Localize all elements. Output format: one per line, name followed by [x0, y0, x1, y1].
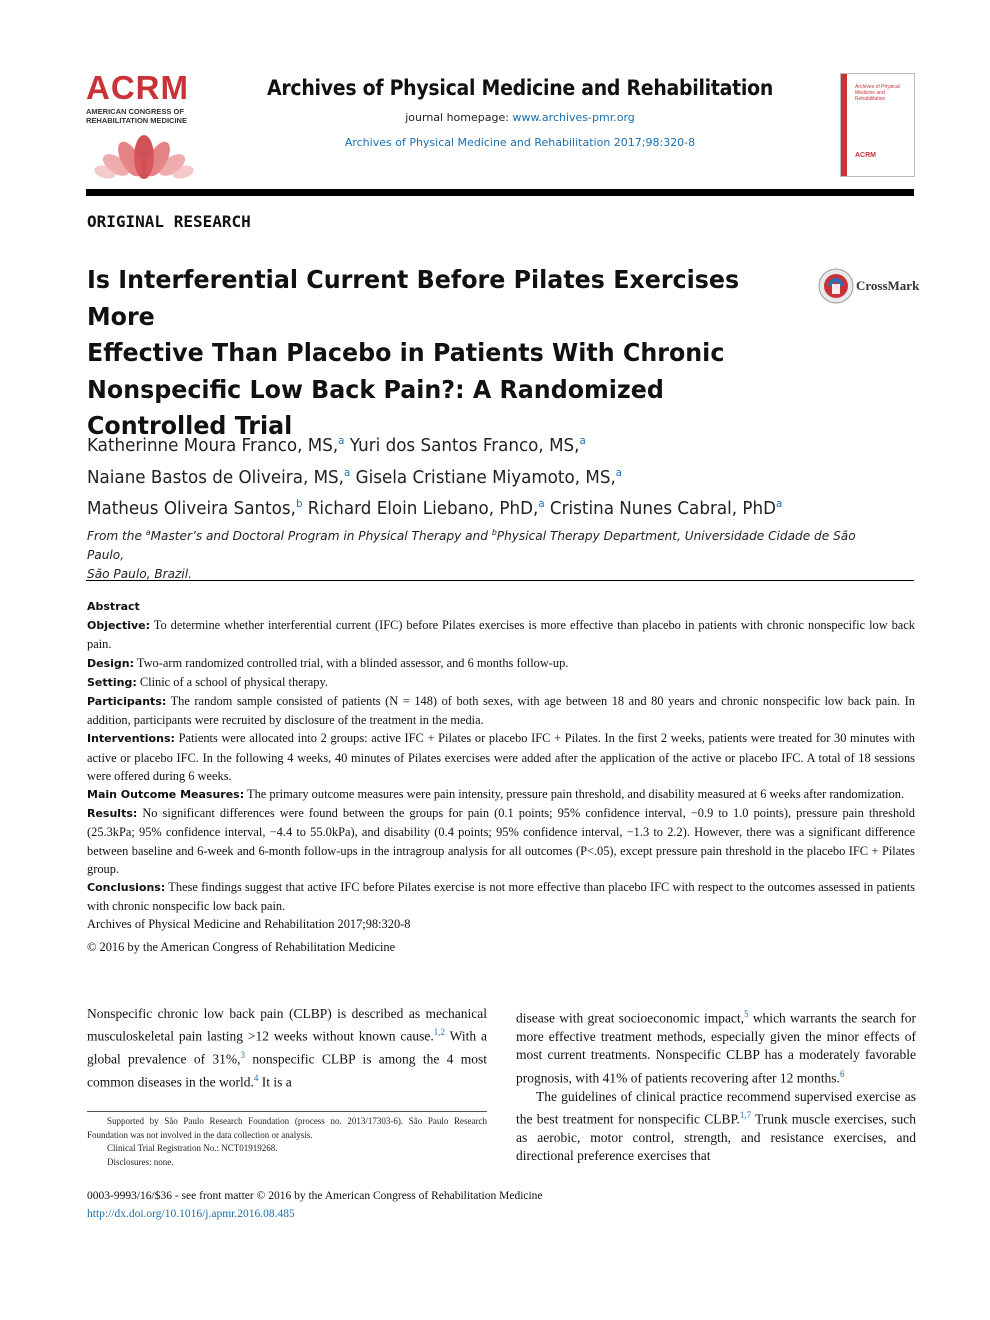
- logo-wordmark: ACRM: [86, 69, 189, 106]
- reference-link[interactable]: 3: [240, 1050, 246, 1061]
- body-paragraph: disease with great socioeconomic impact,…: [516, 1009, 916, 1086]
- cover-logo: ACRM: [855, 152, 876, 159]
- author-name[interactable]: Gisela Cristiane Miyamoto, MS,: [355, 466, 616, 488]
- affiliation-mark[interactable]: a: [338, 434, 345, 447]
- homepage-link[interactable]: www.archives-pmr.org: [512, 111, 635, 124]
- acrm-logo: ACRM AMERICAN CONGRESS OF REHABILITATION…: [86, 69, 204, 181]
- author-name[interactable]: Richard Eloin Liebano, PhD,: [307, 498, 539, 519]
- author-line: Matheus Oliveira Santos,b Richard Eloin …: [87, 491, 859, 523]
- footnote-disclosures: Disclosures: none.: [107, 1156, 174, 1167]
- header-citation-link[interactable]: Archives of Physical Medicine and Rehabi…: [344, 136, 696, 149]
- abstract-section-interventions: Interventions: Patients were allocated i…: [87, 731, 915, 783]
- author-name[interactable]: Matheus Oliveira Santos,: [87, 498, 296, 519]
- crossmark-label: CrossMark: [856, 278, 920, 293]
- affiliation-mark[interactable]: a: [579, 434, 586, 447]
- affiliation-mark[interactable]: a: [538, 497, 545, 510]
- affiliation-prefix: From the: [87, 528, 146, 544]
- abstract-section-outcomes: Main Outcome Measures: The primary outco…: [87, 787, 905, 802]
- author-name[interactable]: Yuri dos Santos Franco, MS,: [349, 435, 580, 456]
- reference-link[interactable]: 1,7: [739, 1110, 752, 1121]
- body-paragraph: Nonspecific chronic low back pain (CLBP)…: [87, 1006, 487, 1090]
- author-name[interactable]: Katherinne Moura Franco, MS,: [87, 435, 339, 456]
- journal-homepage: journal homepage: www.archives-pmr.org: [230, 111, 810, 124]
- cover-title: Archives of Physical Medicine and Rehabi…: [855, 84, 900, 102]
- title-line: Controlled Trial: [87, 411, 293, 440]
- affiliation-a-mark: a: [145, 528, 151, 537]
- affiliation-mark[interactable]: a: [343, 465, 351, 479]
- title-line: Nonspecific Low Back Pain?: A Randomized: [87, 374, 664, 404]
- abstract-divider: [86, 580, 914, 581]
- page-footer: 0003-9993/16/$36 - see front matter © 20…: [87, 1188, 915, 1223]
- footnotes: Supported by São Paulo Research Foundati…: [87, 1115, 487, 1169]
- reference-link[interactable]: 1,2: [433, 1027, 445, 1038]
- crossmark-icon: [818, 268, 854, 304]
- author-line: Naiane Bastos de Oliveira, MS,a Gisela C…: [87, 460, 859, 492]
- abstract-section-results: Results: No significant differences were…: [87, 806, 915, 876]
- abstract-citation: Archives of Physical Medicine and Rehabi…: [87, 917, 411, 932]
- abstract-section-setting: Setting: Clinic of a school of physical …: [87, 674, 328, 689]
- footnote-registration: Clinical Trial Registration No.: NCT0191…: [107, 1143, 278, 1153]
- header-divider: [86, 189, 914, 196]
- affiliation-b-text: Physical Therapy Department, Universidad…: [87, 528, 856, 563]
- affiliation-mark[interactable]: a: [615, 465, 623, 479]
- reference-link[interactable]: 6: [839, 1068, 845, 1079]
- affiliations: From the aMaster’s and Doctoral Program …: [87, 523, 892, 583]
- logo-subtitle-line1: AMERICAN CONGRESS OF: [86, 107, 184, 116]
- cover-spine: [841, 74, 847, 176]
- abstract-heading: Abstract: [87, 600, 140, 613]
- journal-cover-thumbnail[interactable]: Archives of Physical Medicine and Rehabi…: [840, 73, 915, 177]
- crossmark-button[interactable]: CrossMark: [818, 266, 920, 306]
- journal-title: Archives of Physical Medicine and Rehabi…: [266, 76, 774, 100]
- author-name[interactable]: Cristina Nunes Cabral, PhD: [549, 498, 776, 519]
- lotus-icon: [94, 135, 194, 179]
- abstract-section-design: Design: Two-arm randomized controlled tr…: [87, 655, 569, 670]
- reference-link[interactable]: 5: [744, 1009, 749, 1019]
- title-line: Effective Than Placebo in Patients With …: [87, 338, 725, 367]
- abstract-copyright: © 2016 by the American Congress of Rehab…: [87, 939, 396, 954]
- reference-link[interactable]: 4: [253, 1073, 259, 1084]
- body-column-right: disease with great socioeconomic impact,…: [516, 1005, 916, 1166]
- abstract-section-objective: Objective: To determine whether interfer…: [87, 618, 915, 652]
- affiliation-b-mark: b: [491, 528, 497, 537]
- abstract-section-conclusions: Conclusions: These findings suggest that…: [87, 880, 915, 914]
- affiliation-mark[interactable]: a: [775, 497, 783, 510]
- author-list: Katherinne Moura Franco, MS,a Yuri dos S…: [87, 428, 859, 523]
- abstract: Abstract Objective: To determine whether…: [87, 597, 915, 956]
- logo-subtitle-line2: REHABILITATION MEDICINE: [86, 116, 187, 125]
- footnote-divider: [87, 1111, 487, 1112]
- body-column-left: Nonspecific chronic low back pain (CLBP)…: [87, 1005, 487, 1092]
- author-line: Katherinne Moura Franco, MS,a Yuri dos S…: [87, 428, 859, 460]
- author-name[interactable]: Naiane Bastos de Oliveira, MS,: [87, 466, 344, 488]
- article-type-label: ORIGINAL RESEARCH: [87, 212, 251, 231]
- article-title: Is Interferential Current Before Pilates…: [87, 262, 762, 445]
- doi-link[interactable]: http://dx.doi.org/10.1016/j.apmr.2016.08…: [87, 1207, 295, 1220]
- body-paragraph: The guidelines of clinical practice reco…: [516, 1088, 917, 1164]
- homepage-label: journal homepage:: [405, 111, 513, 124]
- affiliation-a-text: Master’s and Doctoral Program in Physica…: [150, 528, 492, 544]
- footnote-funding: Supported by São Paulo Research Foundati…: [87, 1116, 487, 1140]
- title-line: Is Interferential Current Before Pilates…: [87, 265, 740, 331]
- abstract-section-participants: Participants: The random sample consiste…: [87, 694, 915, 728]
- affiliation-mark[interactable]: b: [295, 497, 303, 510]
- issn-line: 0003-9993/16/$36 - see front matter © 20…: [87, 1190, 543, 1202]
- affiliation-line2: São Paulo, Brazil.: [87, 566, 193, 582]
